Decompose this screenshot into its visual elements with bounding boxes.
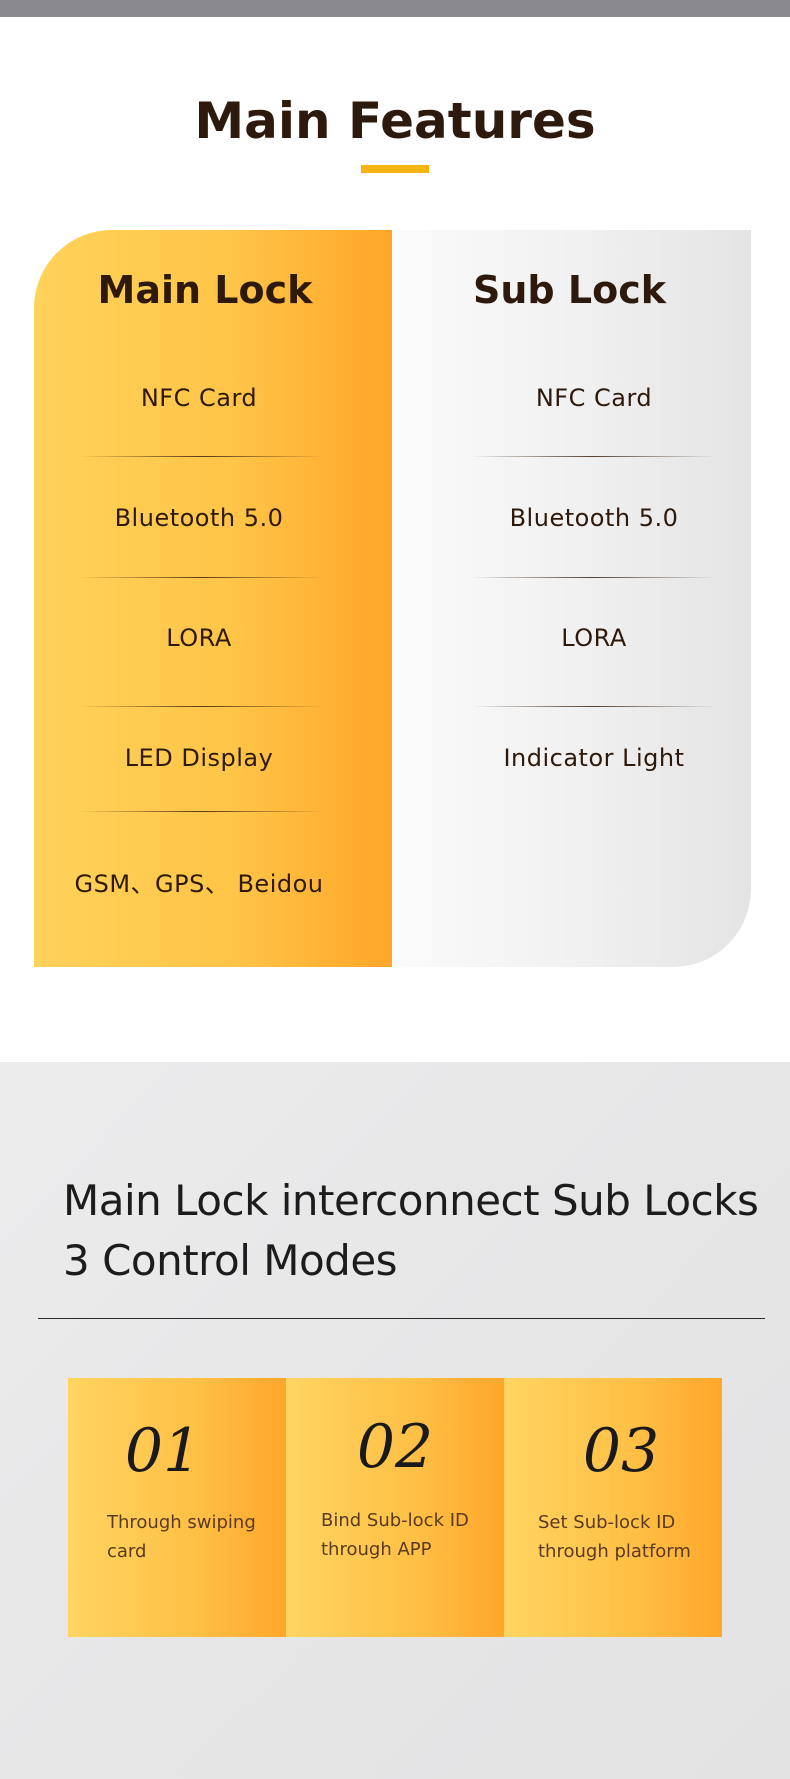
mode-number: 01 [124,1416,202,1486]
control-modes-title: Main Lock interconnect Sub Locks [63,1176,759,1225]
control-modes-section: Main Lock interconnect Sub Locks 3 Contr… [0,1062,790,1779]
sub-lock-heading: Sub Lock [473,268,666,312]
page-title: Main Features [194,92,596,150]
main-lock-column: Main Lock NFC Card Bluetooth 5.0 LORA LE… [34,230,392,967]
mode-text-line: Set Sub-lock ID [538,1512,676,1533]
divider [79,811,325,812]
mode-text-line: card [107,1541,147,1562]
main-lock-feature: LED Display [124,744,274,772]
divider [470,456,716,457]
mode-card-02: 02 Bind Sub-lock ID through APP [286,1378,504,1637]
sub-lock-feature: LORA [561,624,627,652]
main-lock-heading: Main Lock [97,268,313,312]
title-underline [361,165,429,173]
divider [79,706,325,707]
sub-lock-feature: NFC Card [535,384,653,412]
mode-text-line: Bind Sub-lock ID [321,1510,469,1531]
mode-number: 03 [582,1416,660,1486]
divider [79,456,325,457]
mode-card-03: 03 Set Sub-lock ID through platform [504,1378,722,1637]
divider [79,577,325,578]
sub-lock-column: Sub Lock NFC Card Bluetooth 5.0 LORA Ind… [392,230,751,967]
control-modes-subtitle: 3 Control Modes [63,1236,398,1285]
mode-text-line: through platform [538,1541,691,1562]
main-lock-feature: LORA [166,624,232,652]
main-lock-feature: GSM、GPS、 Beidou [74,870,324,898]
divider [470,577,716,578]
main-lock-feature: Bluetooth 5.0 [114,504,284,532]
divider [470,706,716,707]
sub-lock-feature: Indicator Light [503,744,685,772]
mode-text-line: Through swiping [107,1512,256,1533]
sub-lock-feature: Bluetooth 5.0 [509,504,679,532]
section-divider [38,1318,765,1319]
mode-description: Through swiping card [107,1508,277,1566]
mode-description: Set Sub-lock ID through platform [538,1508,708,1566]
mode-description: Bind Sub-lock ID through APP [321,1506,491,1564]
mode-text-line: through APP [321,1539,432,1560]
top-bar [0,0,790,17]
mode-number: 02 [356,1412,434,1482]
main-lock-feature: NFC Card [140,384,258,412]
mode-card-01: 01 Through swiping card [68,1378,286,1637]
